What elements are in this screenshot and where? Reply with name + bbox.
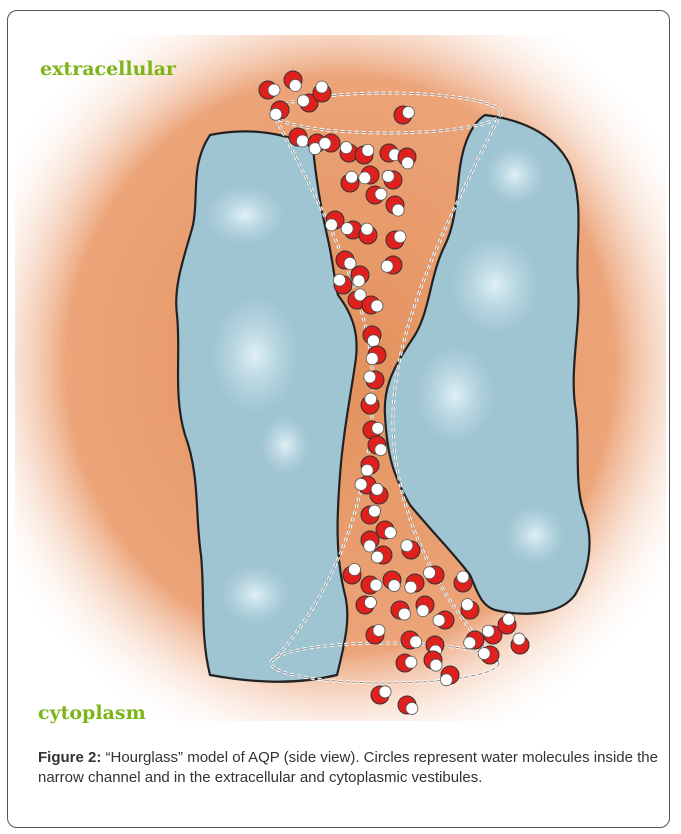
extracellular-label: extracellular bbox=[40, 58, 176, 80]
figure-number: Figure 2: bbox=[38, 749, 101, 766]
protein-highlight bbox=[450, 235, 540, 335]
protein-highlight bbox=[485, 145, 545, 205]
protein-highlight bbox=[210, 295, 300, 415]
protein-highlight bbox=[505, 505, 565, 565]
cytoplasm-label: cytoplasm bbox=[38, 702, 146, 724]
protein-highlight bbox=[415, 345, 495, 445]
protein-highlight bbox=[260, 415, 310, 475]
figure-caption: Figure 2: “Hourglass” model of AQP (side… bbox=[38, 748, 658, 788]
protein-highlight bbox=[220, 565, 290, 625]
protein-highlight bbox=[205, 185, 285, 245]
aquaporin-diagram bbox=[15, 35, 666, 721]
caption-text: “Hourglass” model of AQP (side view). Ci… bbox=[38, 749, 658, 786]
